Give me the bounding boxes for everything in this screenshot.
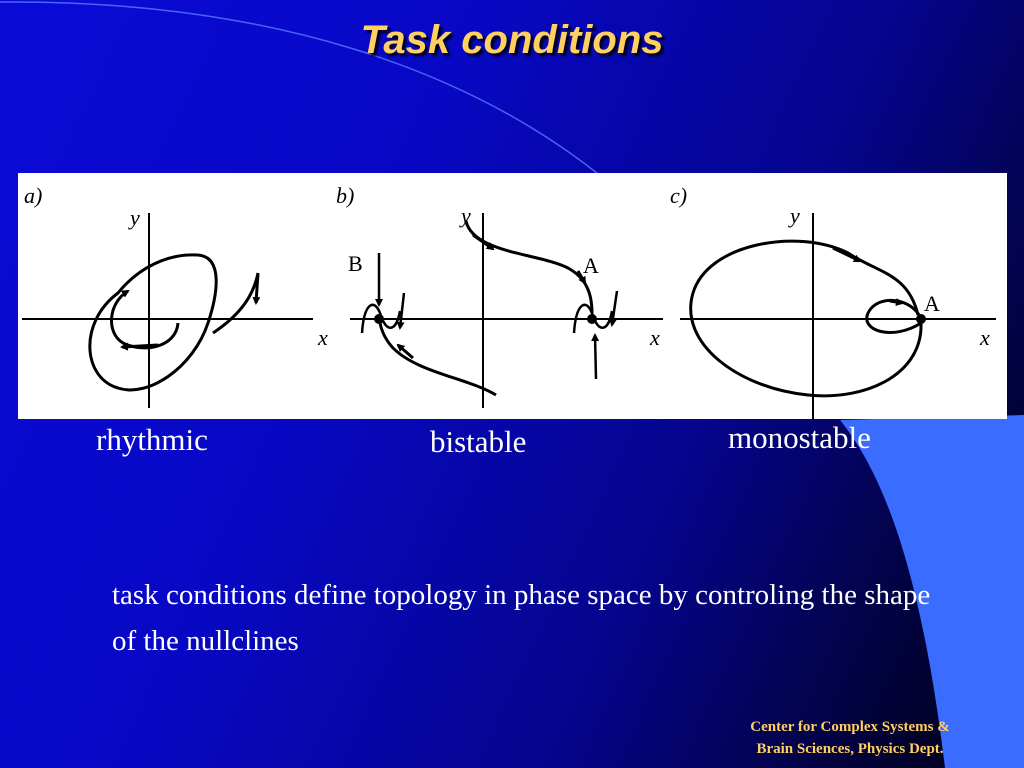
panel-b-y-label: y — [459, 203, 471, 228]
body-text: task conditions define topology in phase… — [112, 579, 931, 657]
panel-a-y-label: y — [128, 205, 140, 230]
phase-portraits: a) y x b) y x B A — [22, 183, 996, 419]
panel-c-monostable: c) y x A — [670, 183, 996, 419]
panel-a-arrow-top — [252, 272, 261, 305]
panel-b-bistable: b) y x B A — [336, 183, 663, 408]
panel-a-x-label: x — [317, 325, 328, 350]
footer-line-2: Brain Sciences, Physics Dept. — [756, 741, 944, 757]
panel-a-limit-cycle — [88, 253, 218, 392]
panel-c-arrow-loop — [889, 298, 904, 306]
panel-c-small-loop — [865, 298, 923, 334]
panel-c-tag: c) — [670, 183, 687, 208]
panel-b-lower-trajectory — [378, 322, 497, 397]
slide-title: Task conditions — [360, 18, 664, 62]
footer-line-1: Center for Complex Systems & — [750, 719, 950, 735]
panel-c-point-a-label: A — [924, 291, 940, 316]
caption-rhythmic: rhythmic — [96, 422, 208, 457]
panel-b-upper-arrow — [472, 233, 495, 251]
caption-bistable: bistable — [430, 424, 527, 459]
panel-b-nullcline-a — [572, 303, 614, 334]
panel-b-arrow-a-side — [608, 290, 619, 327]
panel-a-arrow-bottom — [120, 342, 159, 351]
panel-c-arrow-top — [832, 246, 862, 263]
panel-b-point-b-label: B — [348, 251, 363, 276]
panel-a-inflow-trajectory — [212, 272, 260, 335]
background-curve-line — [0, 1, 641, 211]
phase-space-figure: a) y x b) y x B A — [18, 173, 1007, 419]
panel-b-upper-trajectory — [464, 220, 594, 314]
background-light-swoosh — [840, 415, 1024, 768]
footer: Center for Complex Systems & Brain Scien… — [700, 716, 1000, 760]
panel-a-tag: a) — [24, 183, 42, 208]
panel-b-x-label: x — [649, 325, 660, 350]
panel-b-arrow-b-side — [396, 292, 406, 330]
panel-b-arrow-a-up — [591, 333, 600, 380]
panel-a-rhythmic: a) y x — [22, 183, 328, 408]
panel-b-upper-arrow-2 — [576, 270, 587, 285]
panel-c-y-label: y — [788, 203, 800, 228]
panel-c-x-label: x — [979, 325, 990, 350]
panel-b-lower-arrow — [396, 343, 414, 360]
panel-b-tag: b) — [336, 183, 354, 208]
caption-monostable: monostable — [728, 420, 871, 455]
panel-b-nullcline-b — [360, 303, 402, 334]
panel-b-point-a-label: A — [583, 253, 599, 278]
